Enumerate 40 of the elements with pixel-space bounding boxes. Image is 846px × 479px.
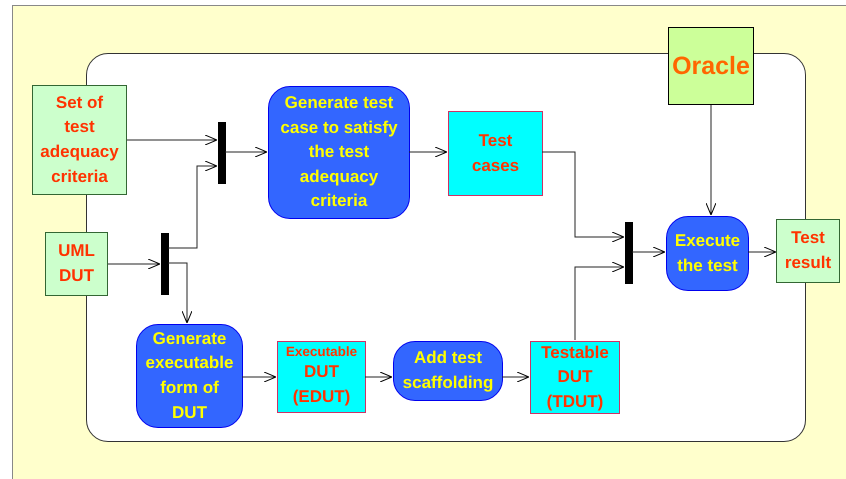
- action-box: [136, 324, 243, 428]
- action-box: [666, 216, 749, 291]
- node-text: Executable: [286, 344, 358, 360]
- arrow: [242, 372, 276, 382]
- synchronization-bar: [218, 122, 226, 184]
- node-text: Test result: [784, 227, 832, 274]
- arrow: [408, 146, 448, 158]
- node-text: DUT (EDUT): [292, 361, 352, 408]
- action-box: [268, 86, 410, 219]
- arrow: [364, 372, 392, 382]
- synchronization-bar: [625, 222, 633, 284]
- node-text: Generate executable form of DUT: [144, 328, 234, 424]
- node-text: Test cases: [470, 130, 520, 176]
- arrow: [748, 246, 776, 258]
- arrow: [706, 104, 716, 216]
- artifact-box: [277, 341, 366, 413]
- arrow: [224, 146, 268, 158]
- arrow: [126, 134, 218, 146]
- arrow: [632, 246, 666, 258]
- node-text: Add test scaffolding: [402, 347, 494, 394]
- node-text: Set of test adequacy criteria: [40, 92, 119, 188]
- artifact-box: [45, 232, 108, 296]
- action-box: [393, 341, 503, 401]
- arrow: [108, 258, 160, 270]
- artifact-box: [448, 111, 543, 196]
- node-text: Oracle: [672, 50, 750, 82]
- artifact-box: [32, 85, 127, 195]
- arrow: [542, 152, 624, 242]
- node-text: Execute the test: [674, 230, 741, 276]
- oracle-box: [668, 27, 754, 105]
- node-text: Generate test case to satisfy the test adequacy criteria: [279, 92, 399, 212]
- node-text: UML DUT: [57, 240, 96, 287]
- arrow: [574, 262, 624, 340]
- node-text: Testable DUT (TDUT): [540, 342, 610, 413]
- arrow: [168, 262, 192, 324]
- artifact-box: [776, 219, 840, 283]
- synchronization-bar: [161, 233, 169, 295]
- arrow: [168, 160, 218, 248]
- arrow: [502, 372, 530, 382]
- artifact-box: [530, 341, 620, 414]
